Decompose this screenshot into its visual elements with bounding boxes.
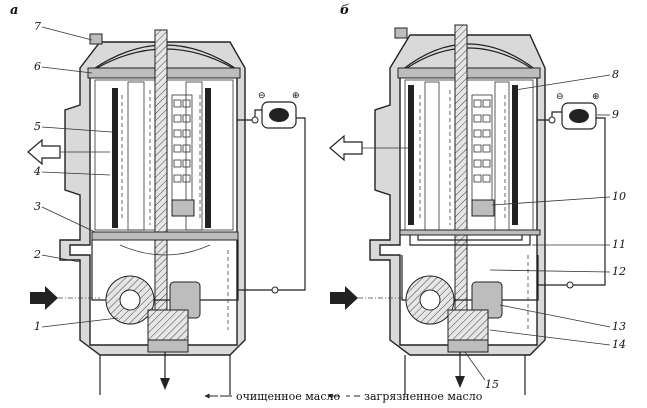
outlet-arrow-b [329, 134, 363, 162]
label-6: 6 [34, 60, 41, 73]
label-2: 2 [33, 248, 41, 261]
label-14: 14 [612, 338, 626, 351]
legend-clean: очищенное масло [236, 390, 341, 403]
label-5: 5 [34, 120, 41, 133]
label-8: 8 [612, 68, 619, 81]
lower-plate-a [91, 231, 239, 241]
central-shaft-b [454, 24, 468, 351]
central-shaft-a [154, 29, 168, 351]
gauge-minus-b: ⊖ [556, 92, 564, 102]
filter-tube-b-1 [408, 85, 414, 225]
lid-dome-b [401, 43, 537, 71]
outlet-arrow-a [27, 138, 61, 166]
label-13: 13 [612, 320, 626, 333]
flange-plate-b [397, 67, 541, 79]
gauge-plus-a: ⊕ [292, 91, 300, 101]
legend: очищенное масло загрязненное масло [204, 390, 483, 403]
label-4: 4 [33, 165, 41, 178]
label-15: 15 [485, 378, 499, 391]
panel-b-drawing: ⊖ ⊕ [329, 24, 606, 395]
legend-dirty: загрязненное масло [364, 390, 483, 403]
panel-label-b: б [340, 3, 350, 18]
label-11: 11 [612, 238, 626, 251]
labels-left: а 7 6 5 4 3 2 1 [10, 3, 119, 333]
label-12: 12 [612, 265, 626, 278]
gauge-plus-b: ⊕ [592, 92, 600, 102]
inlet-arrow-b [330, 286, 358, 310]
gauge-minus-a: ⊖ [258, 91, 266, 101]
label-10: 10 [612, 190, 626, 203]
filter-tube-a-2 [205, 88, 211, 228]
label-7: 7 [34, 20, 41, 33]
label-1: 1 [34, 320, 41, 333]
label-9: 9 [612, 108, 619, 121]
guide-plate-b [409, 232, 531, 246]
panel-label-a: а [10, 3, 18, 18]
housing-wall-b [369, 34, 546, 356]
filter-tube-a-1 [112, 88, 118, 228]
filter-tube-b-2 [512, 85, 518, 225]
inlet-arrow-a [30, 286, 58, 310]
labels-right: б 8 9 10 11 12 13 14 15 [340, 3, 626, 391]
panel-a-drawing: ⊖ ⊕ [27, 29, 306, 395]
label-3: 3 [34, 200, 41, 213]
